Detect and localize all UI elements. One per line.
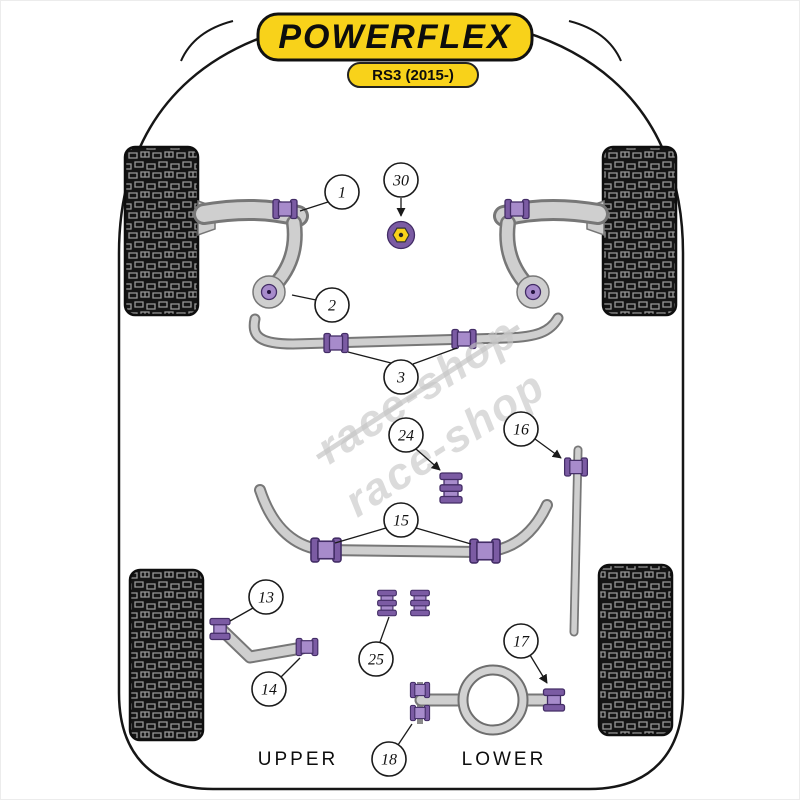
callout-2-leader <box>291 294 317 301</box>
model-badge: RS3 (2015-) <box>347 62 479 88</box>
callout-3-number: 3 <box>396 370 405 387</box>
front-right-lower-bushing-center <box>531 290 535 294</box>
callout-24: 24 <box>388 417 441 471</box>
front-left-upper-bushing <box>272 198 298 220</box>
callout-13-number: 13 <box>258 590 274 607</box>
top-mount-part <box>386 220 416 250</box>
callout-2-number: 2 <box>328 298 336 315</box>
callout-18: 18 <box>371 723 413 777</box>
callout-17-number: 17 <box>513 634 530 651</box>
watermark-strike <box>315 324 520 460</box>
drop-link <box>563 445 589 637</box>
front-right-control-arm <box>493 198 609 309</box>
tire-rear-right <box>597 563 674 737</box>
callout-30: 30 <box>383 162 419 217</box>
tie-bar-rear-bushing <box>295 637 319 657</box>
callout-18-number: 18 <box>381 752 397 769</box>
powerflex-banner <box>256 12 534 62</box>
callout-17: 17 <box>503 623 548 684</box>
upper-label: UPPER <box>258 749 338 770</box>
callout-18-circle <box>371 741 407 777</box>
callout-15-leader-left <box>334 527 387 544</box>
lower-arm-inner-bushing-bottom <box>409 704 431 722</box>
callout-24-number: 24 <box>398 428 414 445</box>
callout-16-leader <box>534 438 562 459</box>
callout-3: 3 <box>347 347 458 395</box>
callout-1: 1 <box>299 174 360 212</box>
callout-1-circle <box>324 174 360 210</box>
front-arb-bushing-left <box>323 332 349 354</box>
callout-25: 25 <box>358 616 394 677</box>
drop-link-bar <box>571 447 581 635</box>
front-anti-roll-bar <box>248 312 564 354</box>
callout-18-leader <box>397 723 413 746</box>
rear-arb-bushing-left <box>310 537 342 563</box>
callout-2-circle <box>314 287 350 323</box>
lower-arm-inner-bushing-top <box>409 681 431 699</box>
callout-2: 2 <box>291 287 350 323</box>
bushing-25-left <box>377 589 397 617</box>
callout-15-leader-right <box>415 527 472 545</box>
callout-13-circle <box>248 579 284 615</box>
tire-front-left <box>123 145 200 317</box>
bushing-25-right <box>410 589 430 617</box>
callout-25-leader <box>379 616 390 643</box>
callout-17-leader <box>529 654 548 684</box>
body-crease-right <box>568 20 622 62</box>
callout-24-circle <box>388 417 424 453</box>
callout-15-circle <box>383 502 419 538</box>
callout-1-leader <box>299 201 329 212</box>
lower-arm-ring <box>459 666 527 734</box>
callout-3-leader-right <box>412 347 458 365</box>
callout-14-number: 14 <box>261 682 277 699</box>
body-crease-left <box>180 20 234 62</box>
top-mount-center <box>398 232 404 238</box>
callout-14: 14 <box>251 657 301 707</box>
callout-30-circle <box>383 162 419 198</box>
front-left-control-arm <box>193 198 309 309</box>
callout-15-number: 15 <box>393 513 409 530</box>
callout-30-number: 30 <box>392 173 409 190</box>
powerflex-logo-text: POWERFLEX <box>278 18 512 56</box>
callout-16: 16 <box>503 411 562 459</box>
callout-17-circle <box>503 623 539 659</box>
rear-arb <box>256 486 551 556</box>
brand-banner: POWERFLEX <box>256 12 534 62</box>
callout-3-leader-left <box>347 351 392 364</box>
front-left-lower-bushing-center <box>267 290 271 294</box>
callout-25-circle <box>358 641 394 677</box>
callout-14-circle <box>251 671 287 707</box>
callout-1-number: 1 <box>338 185 346 202</box>
callout-15: 15 <box>334 502 472 545</box>
tire-rear-left <box>128 568 205 742</box>
callout-3-circle <box>383 359 419 395</box>
rear-tie-bar <box>209 617 319 664</box>
callout-24-leader <box>415 448 441 471</box>
model-badge-pill <box>347 62 479 88</box>
rear-arb-bushing-right <box>469 538 501 564</box>
callout-16-number: 16 <box>513 422 529 439</box>
callout-16-circle <box>503 411 539 447</box>
callout-13: 13 <box>229 579 284 622</box>
lower-label: LOWER <box>462 749 547 770</box>
callout-25-number: 25 <box>368 652 384 669</box>
front-arb <box>250 314 562 348</box>
drop-link-bushing <box>563 457 589 477</box>
rear-anti-roll-bar <box>254 484 553 564</box>
model-badge-text: RS3 (2015-) <box>372 67 454 84</box>
callout-14-leader <box>280 657 301 678</box>
rear-lower-arm <box>409 664 566 736</box>
stacked-bushing-24 <box>439 472 463 504</box>
tie-bar <box>217 625 307 662</box>
front-right-upper-bushing <box>504 198 530 220</box>
tire-front-right <box>601 145 678 317</box>
callout-13-leader <box>229 607 254 622</box>
